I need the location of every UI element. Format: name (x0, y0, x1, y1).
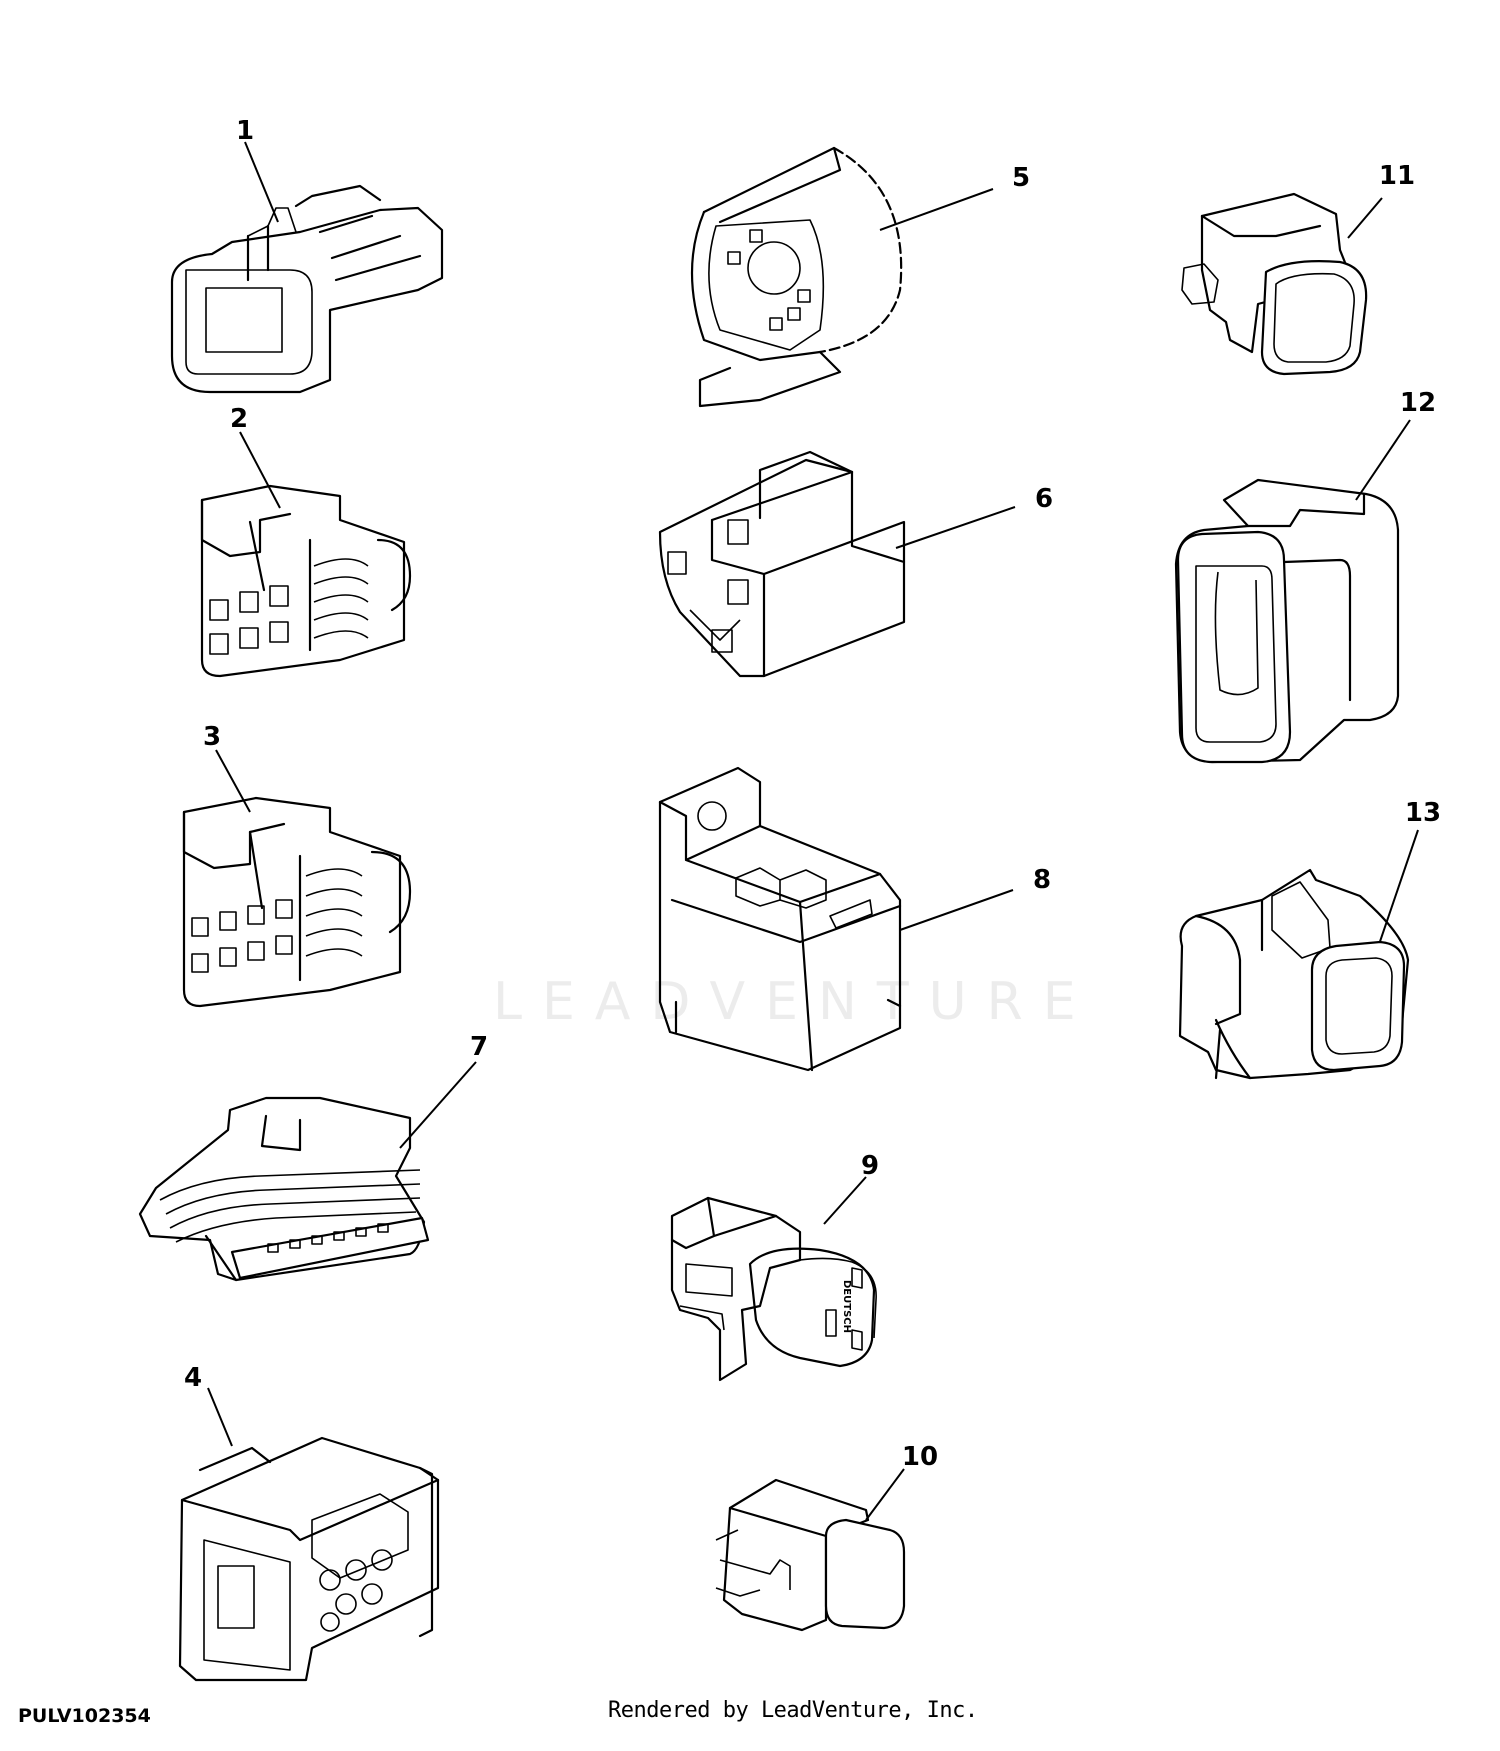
leader-1 (244, 141, 279, 223)
connector-part-3 (182, 796, 412, 1008)
leader-9 (823, 1176, 867, 1225)
leader-3 (215, 749, 251, 813)
callout-4: 4 (183, 1363, 203, 1393)
leader-5 (879, 188, 994, 231)
callout-11: 11 (1378, 161, 1416, 191)
callout-3: 3 (202, 722, 222, 752)
connector-part-11 (1181, 192, 1368, 376)
callout-7: 7 (469, 1032, 489, 1062)
connector-part-5 (690, 146, 903, 408)
leader-12 (1355, 419, 1411, 501)
part-9-marking: DEUTSCH (841, 1280, 852, 1333)
callout-9: 9 (860, 1151, 880, 1181)
callout-5: 5 (1011, 163, 1031, 193)
callout-12: 12 (1399, 388, 1437, 418)
leader-2 (239, 431, 281, 509)
callout-6: 6 (1034, 484, 1054, 514)
leader-lines (207, 141, 1419, 1521)
leader-10 (865, 1468, 905, 1521)
document-id: PULV102354 (18, 1705, 151, 1727)
leader-11 (1347, 197, 1383, 239)
connector-part-7 (138, 1096, 430, 1282)
watermark: LEADVENTURE (493, 972, 1096, 1032)
connector-part-4 (178, 1436, 440, 1682)
callout-8: 8 (1032, 865, 1052, 895)
connector-part-10 (715, 1478, 906, 1632)
connector-part-13 (1178, 868, 1410, 1080)
render-credit: Rendered by LeadVenture, Inc. (608, 1698, 978, 1723)
connector-part-12 (1174, 478, 1400, 764)
leader-6 (895, 506, 1016, 549)
connector-part-9 (670, 1196, 877, 1382)
leader-7 (399, 1061, 477, 1149)
callout-13: 13 (1404, 798, 1442, 828)
leader-8 (899, 889, 1014, 931)
leader-4 (207, 1387, 233, 1447)
connector-part-1 (170, 184, 444, 394)
connector-part-6 (658, 450, 906, 678)
callout-10: 10 (901, 1442, 939, 1472)
callout-1: 1 (235, 116, 255, 146)
connector-part-8 (658, 766, 902, 1072)
callout-2: 2 (229, 404, 249, 434)
connector-part-2 (200, 484, 412, 678)
